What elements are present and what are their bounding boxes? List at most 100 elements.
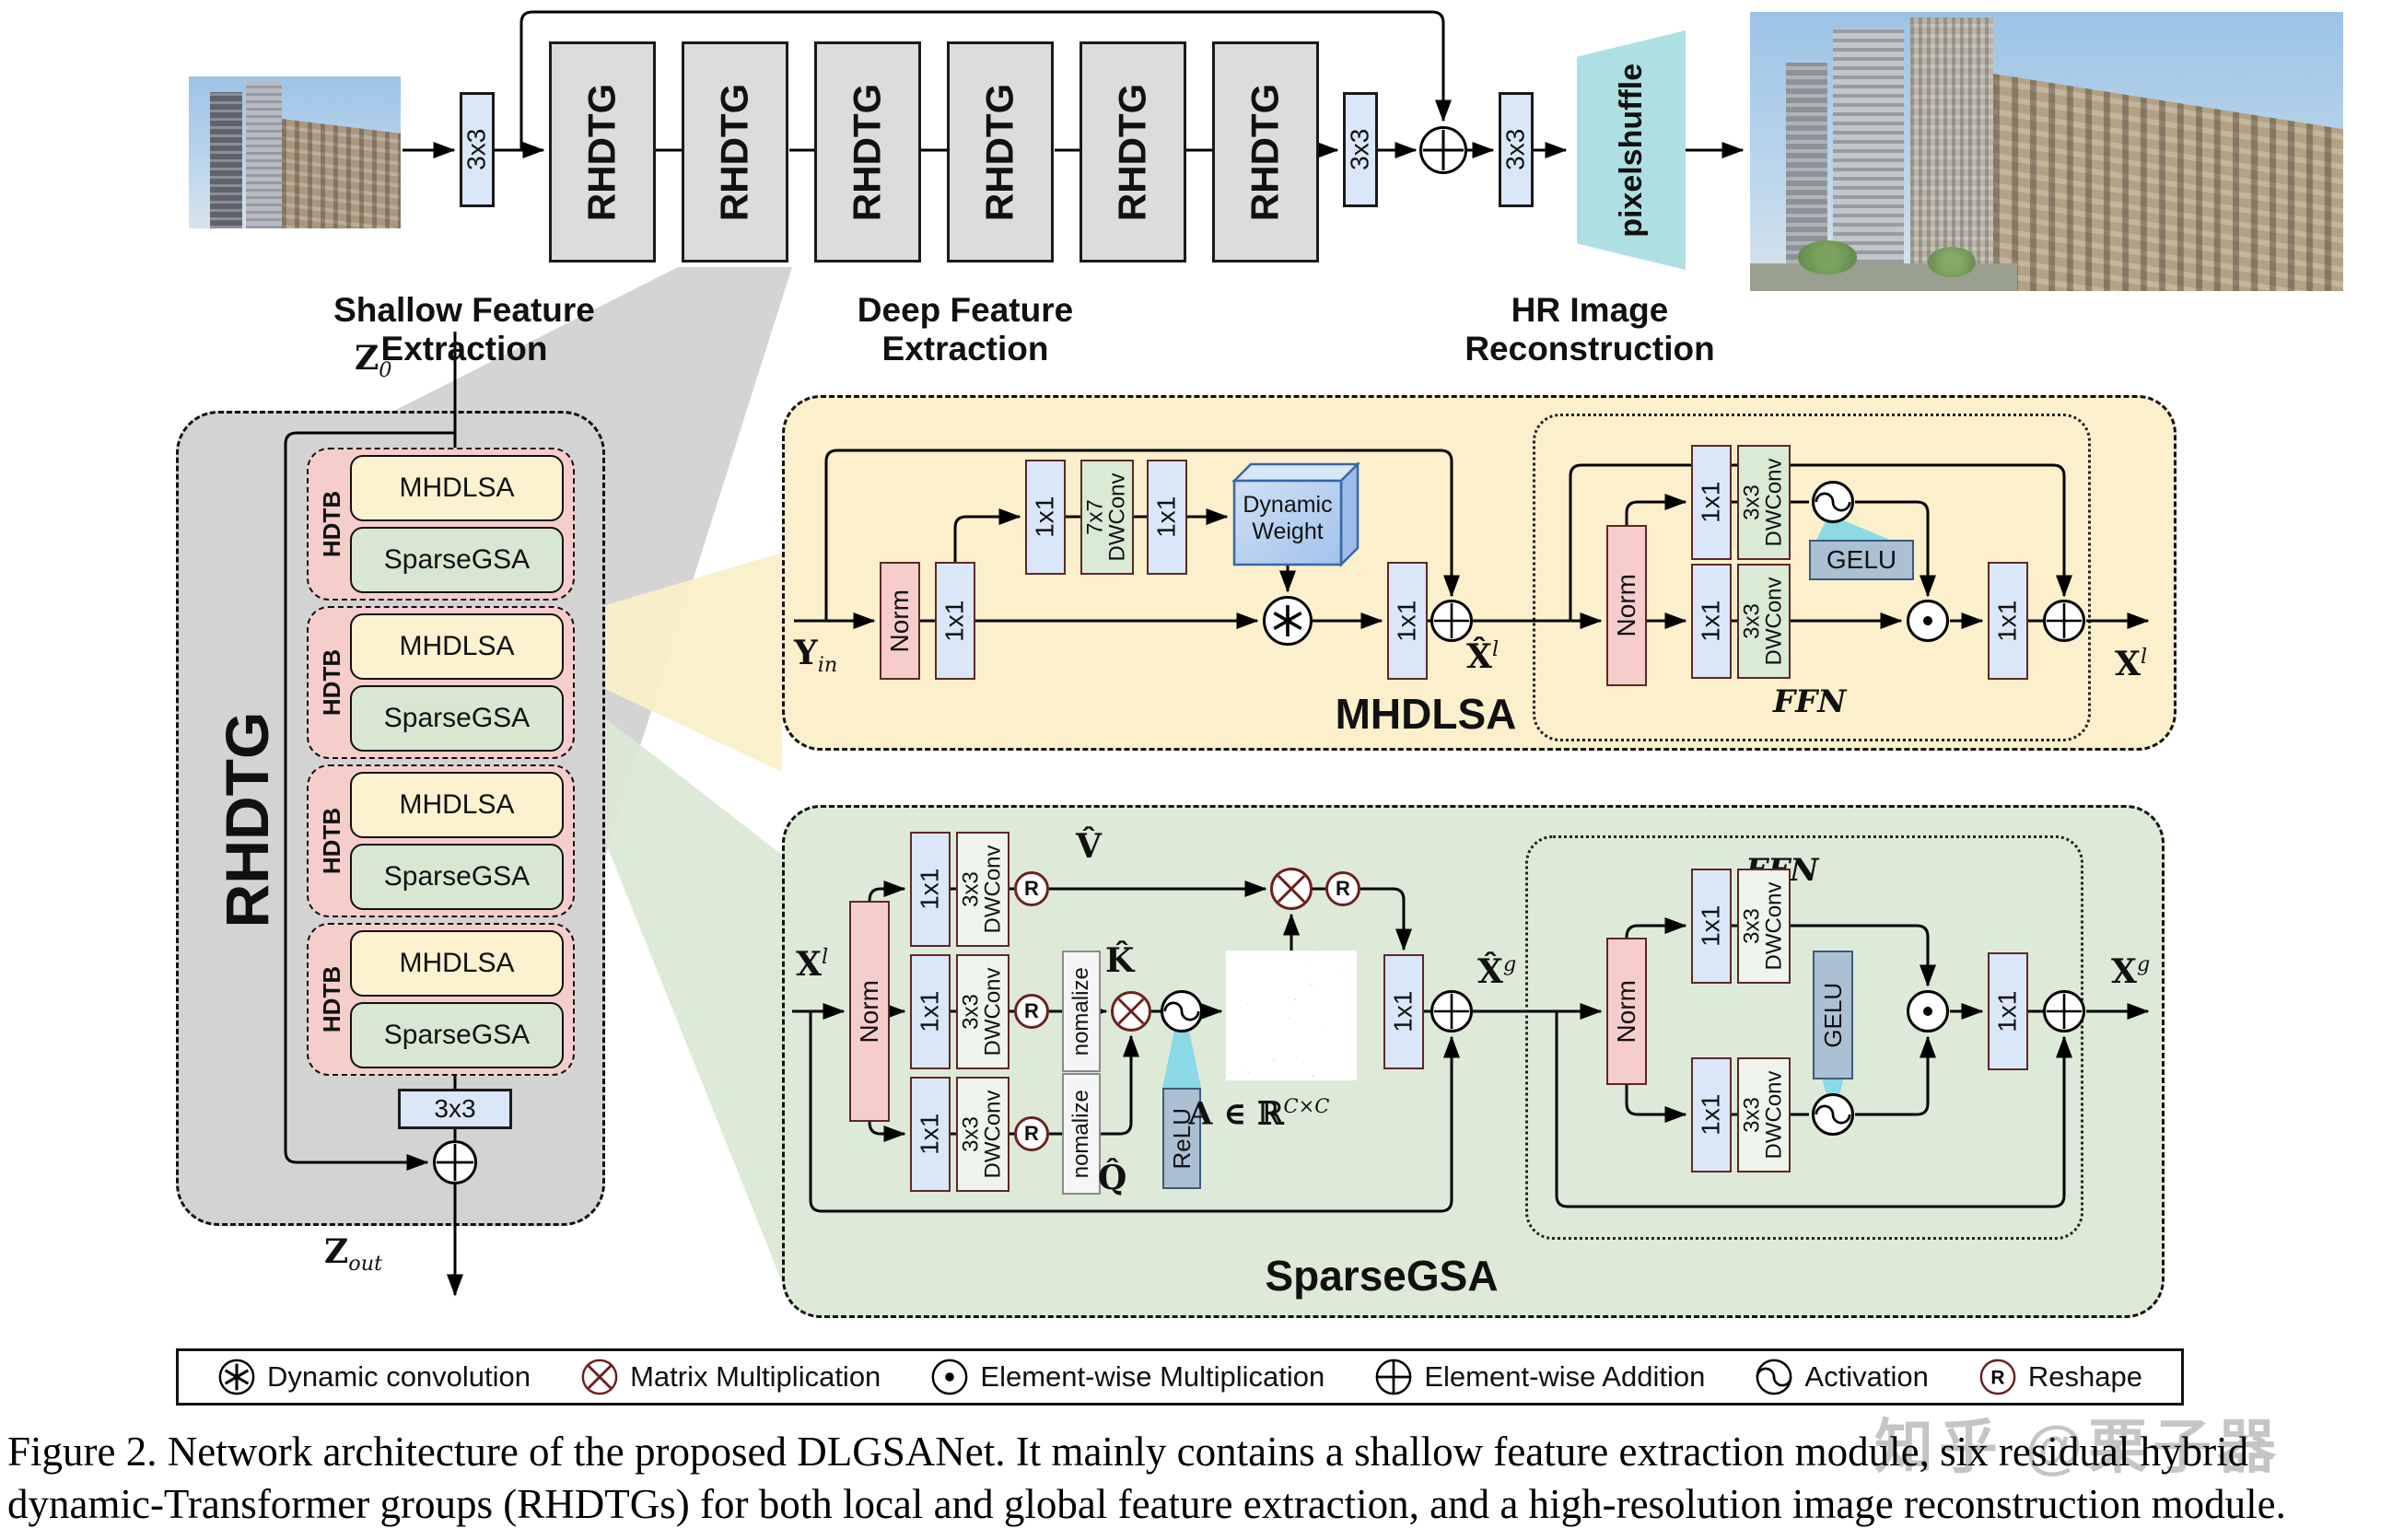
xhat-g-label: X̂g	[1477, 952, 1517, 991]
sparsegsa-ffn-norm: Norm	[1606, 938, 1647, 1085]
rhdtg-block-4: RHDTG	[947, 41, 1054, 262]
relu-box: ReLU	[1162, 1088, 1201, 1189]
tree-art	[1797, 240, 1857, 274]
group-addition-op	[433, 1140, 477, 1184]
sparsegsa-activation-op	[1161, 990, 1203, 1032]
legend-item-element-wise-addition: Element-wise Addition	[1374, 1358, 1705, 1396]
mhdlsa-ffn-conv1-top: 1x1	[1691, 445, 1732, 560]
hdtb-label-2: HDTB	[317, 648, 345, 717]
matrix-multiplication-icon	[581, 1359, 618, 1395]
reshape-op-v: R	[1014, 871, 1049, 906]
sparsegsa-addition-op	[1430, 990, 1473, 1032]
sparsegsa-ffn-box	[1525, 835, 2083, 1240]
hr-image-reconstruction-label: HR Image Reconstruction	[1465, 291, 1715, 368]
sparsegsa-elem-mul-op	[1907, 990, 1949, 1032]
mhdlsa-conv1-out: 1x1	[1387, 562, 1428, 680]
x-g-out-label: Xg	[2111, 952, 2151, 991]
rhdtg-block-5: RHDTG	[1079, 41, 1186, 262]
building-art	[1833, 29, 1905, 291]
sparsegsa-v-conv1: 1x1	[910, 832, 951, 947]
matmul-op-qk	[1111, 991, 1151, 1032]
rhdtg-group-title: RHDTG	[213, 711, 281, 928]
element-wise-addition-icon	[1375, 1359, 1412, 1395]
dynamic-weight-cube	[1231, 461, 1361, 568]
hdtb-label-4: HDTB	[317, 965, 345, 1033]
mhdlsa-ffn-activation-op	[1812, 481, 1854, 523]
mhdlsa-ffn-box	[1533, 414, 2091, 741]
dynamic-conv-op	[1263, 596, 1313, 646]
sparsegsa-ffn-activation-op	[1812, 1093, 1854, 1136]
pixelshuffle-block: pixelshuffle	[1577, 30, 1686, 270]
sparsegsa-gelu-box: GELU	[1813, 951, 1853, 1079]
sparsegsa-conv1-out: 1x1	[1383, 954, 1424, 1069]
sparsegsa-ffn-conv1-top: 1x1	[1691, 869, 1732, 984]
mhdlsa-small-2: MHDLSA	[350, 613, 564, 680]
conv3x3-reconstruction: 3x3	[1499, 92, 1534, 207]
rhdtg-block-6: RHDTG	[1212, 41, 1319, 262]
mhdlsa-ffn-label: FFN	[1773, 683, 1847, 720]
legend-item-dynamic-convolution: Dynamic convolution	[217, 1358, 531, 1396]
tree-art	[1928, 246, 1976, 277]
legend-item-reshape: R Reshape	[1978, 1358, 2142, 1396]
sparsegsa-norm: Norm	[849, 901, 890, 1122]
reshape-op-out: R	[1325, 871, 1360, 906]
output-image	[1750, 12, 2343, 291]
mhdlsa-ffn-conv1-bottom: 1x1	[1691, 564, 1732, 679]
sparsegsa-ffn-conv1-bottom: 1x1	[1691, 1057, 1732, 1172]
street-art	[1750, 262, 2017, 291]
dynamic-convolution-icon	[218, 1359, 255, 1395]
activation-icon	[1756, 1359, 1792, 1395]
rhdtg-block-1: RHDTG	[549, 41, 656, 262]
building-art	[246, 80, 283, 228]
reshape-icon: R	[1979, 1359, 2016, 1395]
yin-label: Yin	[794, 634, 838, 678]
matmul-op-av	[1270, 868, 1313, 910]
shallow-feature-extraction-label: Shallow Feature Extraction	[333, 291, 595, 368]
global-addition-op	[1419, 126, 1467, 174]
attention-matrix-label: A ∈ ℝC×C	[1188, 1094, 1330, 1133]
sparsegsa-q-conv1: 1x1	[910, 1077, 951, 1192]
x-l-out-label: Xl	[2115, 645, 2148, 683]
legend-bar: Dynamic convolution Matrix Multiplicatio…	[176, 1348, 2184, 1406]
mhdlsa-panel	[782, 395, 2176, 751]
input-image	[189, 76, 401, 228]
figure-caption: Figure 2. Network architecture of the pr…	[7, 1426, 2400, 1530]
sparsegsa-k-conv1: 1x1	[910, 954, 951, 1069]
sparsegsa-ffn-addition-op	[2043, 990, 2085, 1032]
rhdtg-block-3: RHDTG	[814, 41, 921, 262]
z0-label: Z0	[355, 339, 392, 383]
normalize-q-box: nomalize	[1062, 1073, 1101, 1195]
x-l-in-label: Xl	[796, 945, 829, 984]
sparsegsa-small-2: SparseGSA	[350, 685, 564, 752]
dynamic-weight-label: Dynamic Weight	[1243, 492, 1333, 544]
mhdlsa-branch-conv1-b: 1x1	[1147, 460, 1187, 575]
conv3x3-group-tail: 3x3	[398, 1089, 512, 1129]
conv3x3-after-groups: 3x3	[1343, 92, 1378, 207]
mhdlsa-small-1: MHDLSA	[350, 455, 564, 521]
zout-label: Zout	[324, 1232, 383, 1277]
mhdlsa-small-4: MHDLSA	[350, 930, 564, 997]
mhdlsa-conv1-a: 1x1	[935, 562, 975, 680]
deep-feature-extraction-label: Deep Feature Extraction	[857, 291, 1074, 368]
sparsegsa-title: SparseGSA	[1265, 1252, 1499, 1300]
sparsegsa-small-1: SparseGSA	[350, 527, 564, 593]
caption-line-2: dynamic-Transformer groups (RHDTGs) for …	[7, 1480, 2286, 1527]
mhdlsa-branch-conv1-a: 1x1	[1025, 460, 1066, 575]
element-wise-multiplication-icon	[932, 1359, 968, 1395]
watermark: 知乎 @栗子器	[1874, 1414, 2282, 1480]
mhdlsa-norm: Norm	[880, 562, 920, 680]
attention-matrix	[1226, 951, 1357, 1080]
mhdlsa-ffn-norm: Norm	[1606, 525, 1647, 686]
mhdlsa-ffn-conv1-out: 1x1	[1988, 562, 2028, 680]
hdtb-label-1: HDTB	[317, 490, 345, 558]
xhat-l-label: X̂l	[1466, 637, 1500, 676]
conv3x3-shallow: 3x3	[460, 92, 495, 207]
reshape-op-k: R	[1014, 994, 1049, 1029]
svg-text:R: R	[1990, 1368, 2004, 1389]
sparsegsa-small-3: SparseGSA	[350, 844, 564, 910]
mhdlsa-elem-mul-op	[1907, 600, 1949, 642]
